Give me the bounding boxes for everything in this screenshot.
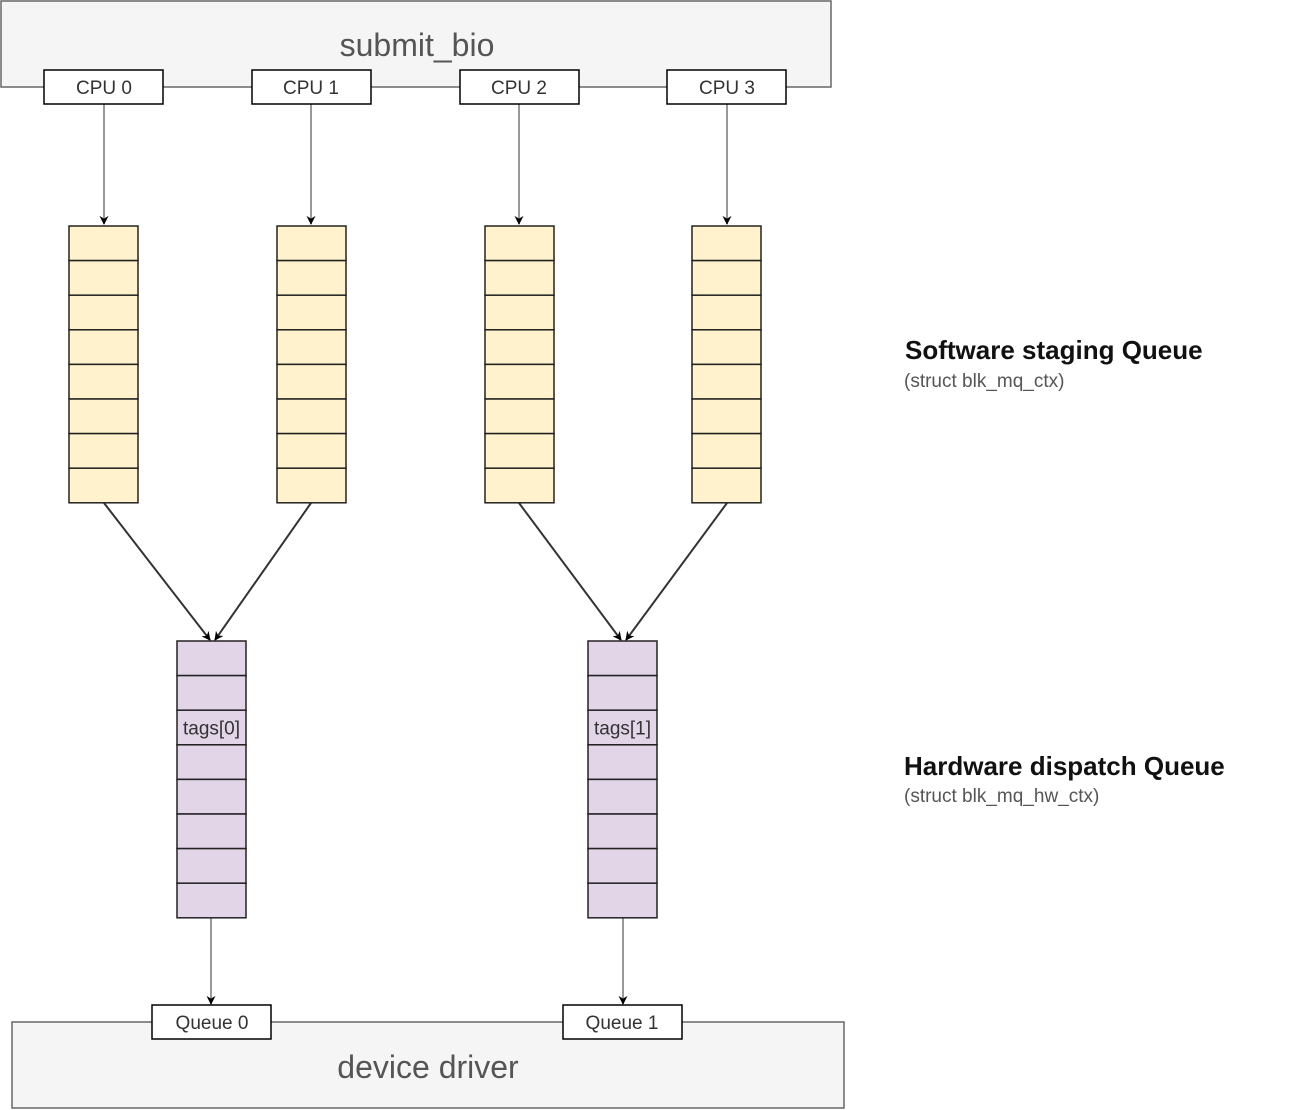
queue-slot — [176, 847, 247, 884]
queue-slot — [691, 398, 762, 435]
queue-slot — [587, 674, 658, 711]
queue-slot — [691, 294, 762, 331]
queue-port-label: Queue 0 — [176, 1013, 249, 1034]
device-driver-block: device driver — [11, 1021, 845, 1109]
queue-slot — [68, 467, 139, 504]
swq2-to-tags1 — [518, 502, 622, 641]
queue-slot — [587, 882, 658, 919]
queue-slot — [484, 294, 555, 331]
queue-slot — [176, 674, 247, 711]
legend-hardware: Hardware dispatch Queue (struct blk_mq_h… — [904, 751, 1225, 807]
queue-slot — [484, 432, 555, 469]
queue-port-label: Queue 1 — [586, 1013, 659, 1034]
queue-slot — [276, 225, 347, 262]
cpu-port-label: CPU 2 — [491, 78, 547, 99]
queue-slot — [276, 467, 347, 504]
queue-slot — [68, 329, 139, 366]
cpu-port-label: CPU 0 — [76, 78, 132, 99]
queue-slot — [68, 432, 139, 469]
hardware-queues: tags[0] tags[1] — [176, 640, 658, 919]
queue-slot — [691, 432, 762, 469]
cpu-port-0: CPU 0 — [43, 69, 164, 105]
queue-slot — [587, 709, 658, 746]
queue-slot — [691, 467, 762, 504]
queue-slot — [691, 259, 762, 296]
queue-slot — [276, 329, 347, 366]
queue-slot — [587, 847, 658, 884]
queue-slot — [176, 744, 247, 781]
hardware-queue-label: tags[1] — [594, 719, 651, 740]
software-queue-1 — [276, 225, 347, 504]
cpu-port-3: CPU 3 — [666, 69, 787, 105]
queue-slot — [587, 813, 658, 850]
queue-port-1: Queue 1 — [562, 1004, 683, 1040]
cpu-port-2: CPU 2 — [459, 69, 580, 105]
submit-bio-label: submit_bio — [340, 27, 495, 63]
queue-slot — [691, 225, 762, 262]
queue-slot — [68, 259, 139, 296]
device-driver-label: device driver — [337, 1049, 519, 1085]
cpu-port-label: CPU 3 — [699, 78, 755, 99]
queue-slot — [176, 778, 247, 815]
queue-slot — [176, 882, 247, 919]
cpu-ports: CPU 0 CPU 1 CPU 2 CPU 3 — [43, 69, 787, 105]
hardware-queue-0: tags[0] — [176, 640, 247, 919]
hw-port-connectors — [206, 918, 628, 1005]
queue-slot — [587, 778, 658, 815]
queue-slot — [484, 467, 555, 504]
queue-slot — [484, 225, 555, 262]
legend-software-subtitle: (struct blk_mq_ctx) — [904, 371, 1064, 392]
cpu-port-1: CPU 1 — [251, 69, 372, 105]
queue-slot — [176, 640, 247, 677]
legend-software-title: Software staging Queue — [905, 335, 1203, 365]
software-queue-0 — [68, 225, 139, 504]
queue-ports: Queue 0 Queue 1 — [151, 1004, 683, 1040]
cpu-port-label: CPU 1 — [283, 78, 339, 99]
legend-hardware-subtitle: (struct blk_mq_hw_ctx) — [904, 786, 1099, 807]
queue-port-0: Queue 0 — [151, 1004, 272, 1040]
sw-hw-connectors — [103, 502, 728, 641]
queue-slot — [176, 709, 247, 746]
legend-software: Software staging Queue (struct blk_mq_ct… — [904, 335, 1203, 392]
queue-slot — [276, 363, 347, 400]
queue-slot — [484, 329, 555, 366]
queue-slot — [68, 398, 139, 435]
queue-slot — [68, 294, 139, 331]
queue-slot — [176, 813, 247, 850]
queue-slot — [276, 432, 347, 469]
queue-slot — [484, 363, 555, 400]
cpu-connectors — [99, 104, 732, 225]
queue-slot — [587, 640, 658, 677]
queue-slot — [484, 259, 555, 296]
queue-slot — [484, 398, 555, 435]
queue-slot — [691, 363, 762, 400]
hardware-queue-label: tags[0] — [183, 719, 240, 740]
software-queues — [68, 225, 762, 504]
legend-hardware-title: Hardware dispatch Queue — [904, 751, 1225, 781]
swq1-to-tags0 — [214, 502, 312, 641]
queue-slot — [276, 398, 347, 435]
queue-slot — [587, 744, 658, 781]
queue-slot — [691, 329, 762, 366]
queue-slot — [68, 363, 139, 400]
swq0-to-tags0 — [103, 502, 211, 641]
queue-slot — [276, 259, 347, 296]
software-queue-2 — [484, 225, 555, 504]
queue-slot — [276, 294, 347, 331]
queue-slot — [68, 225, 139, 262]
software-queue-3 — [691, 225, 762, 504]
swq3-to-tags1 — [625, 502, 728, 641]
hardware-queue-1: tags[1] — [587, 640, 658, 919]
